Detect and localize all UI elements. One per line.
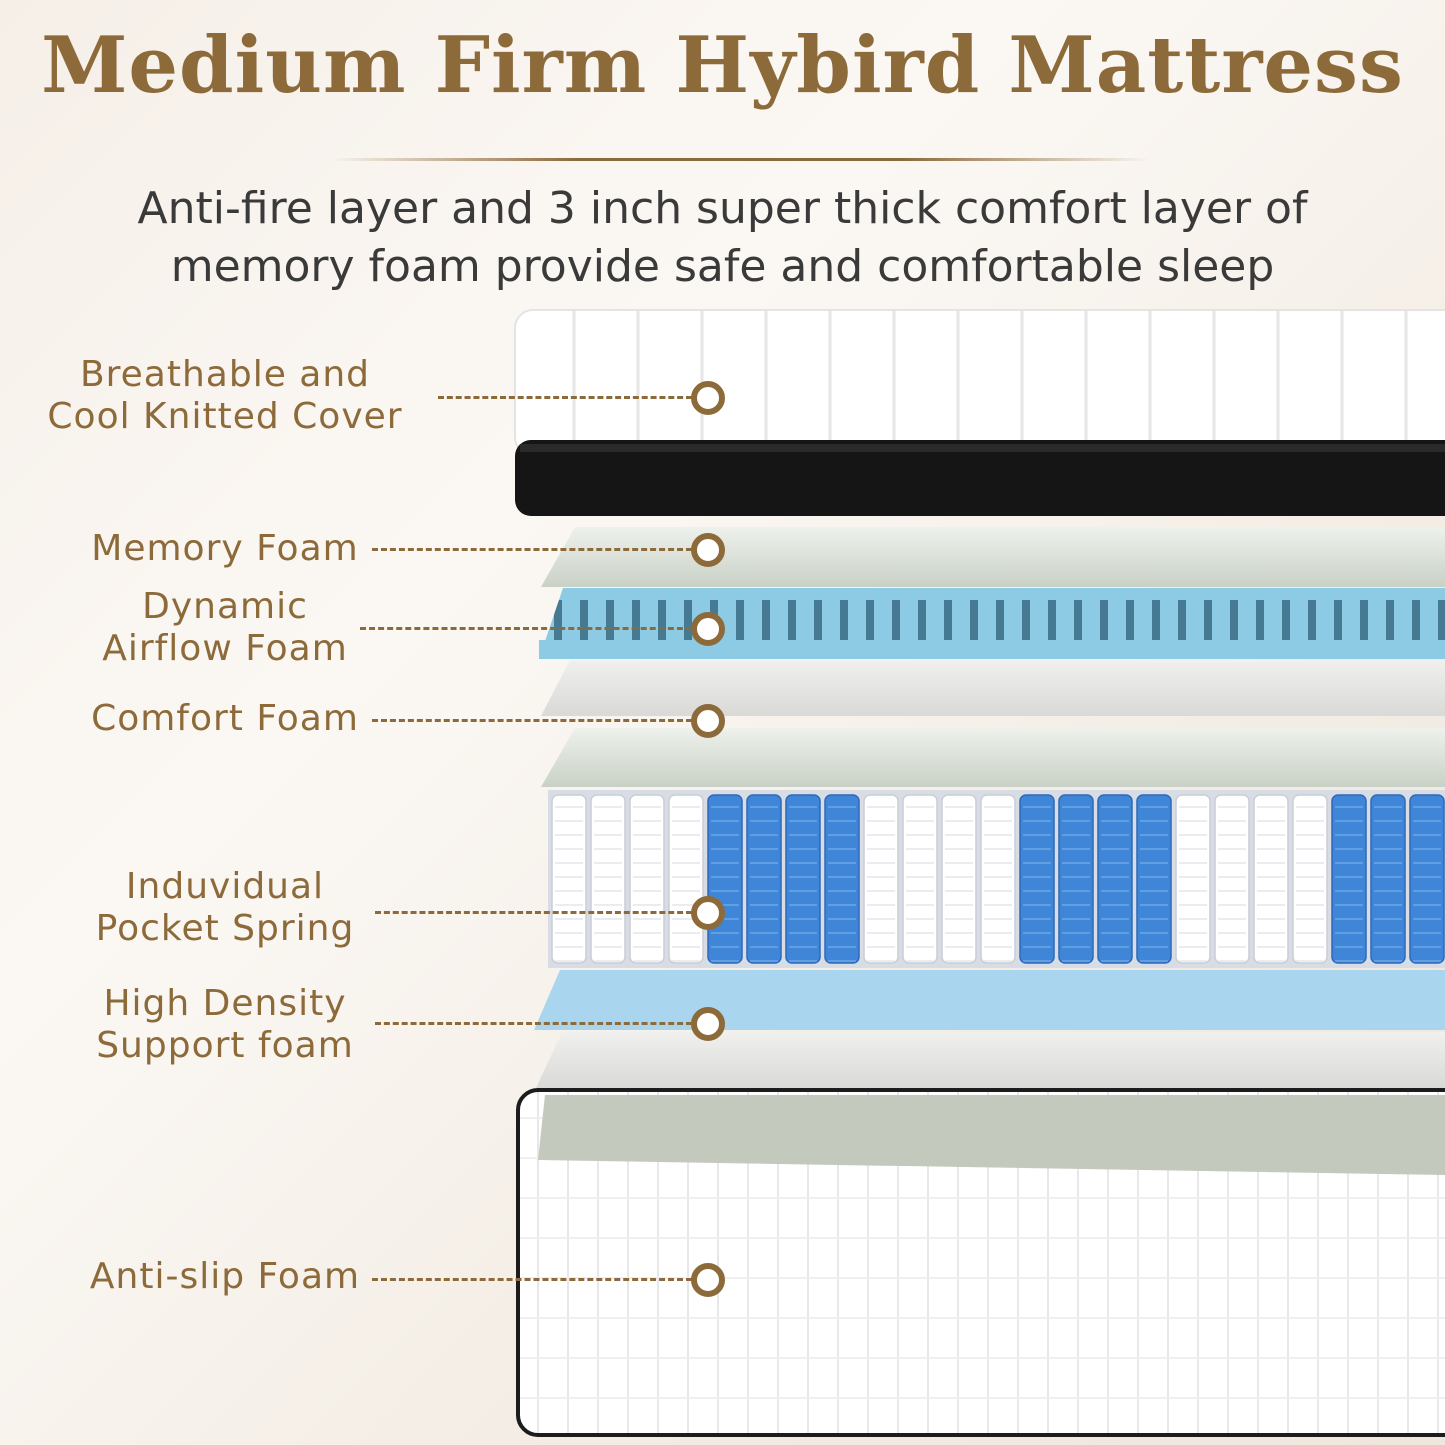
subtitle-line-1: Anti-fire layer and 3 inch super thick c… bbox=[137, 183, 1308, 234]
pocket-spring-coil bbox=[1253, 794, 1289, 964]
cover-layer bbox=[514, 309, 1445, 516]
page-title: Medium Firm Hybird Mattress bbox=[41, 20, 1404, 111]
pocket-spring-coil bbox=[1058, 794, 1094, 964]
callout-dot-support-foam bbox=[691, 1007, 725, 1041]
callout-dot-cover bbox=[691, 381, 725, 415]
leader-line-memory-foam bbox=[372, 548, 692, 551]
comfort-foam-layer bbox=[541, 660, 1445, 716]
label-cover-line-2: Cool Knitted Cover bbox=[47, 396, 403, 437]
callout-dot-pocket-spring bbox=[691, 896, 725, 930]
pocket-spring-layer bbox=[548, 790, 1445, 968]
label-pocket-spring-line-1: Induvidual bbox=[125, 866, 325, 907]
leader-line-anti-slip-foam bbox=[372, 1278, 692, 1281]
support-foam-layer bbox=[534, 970, 1445, 1030]
support-foam-lower-layer bbox=[536, 1032, 1445, 1088]
pocket-spring-coil bbox=[1214, 794, 1250, 964]
label-support-foam-line-2: Support foam bbox=[96, 1025, 354, 1066]
label-support-foam-line-1: High Density bbox=[103, 983, 347, 1024]
leader-line-airflow-foam bbox=[360, 627, 692, 630]
pocket-spring-coil bbox=[863, 794, 899, 964]
comfort-foam-lower-layer bbox=[541, 728, 1445, 787]
pocket-spring-coil bbox=[941, 794, 977, 964]
subtitle-line-2: memory foam provide safe and comfortable… bbox=[170, 241, 1275, 292]
pocket-spring-coil bbox=[1409, 794, 1445, 964]
label-support-foam: High Density Support foam bbox=[75, 983, 375, 1067]
pocket-spring-coil bbox=[785, 794, 821, 964]
pocket-spring-coil bbox=[746, 794, 782, 964]
label-anti-slip-foam-line-1: Anti-slip Foam bbox=[89, 1256, 361, 1297]
callout-dot-airflow-foam bbox=[691, 612, 725, 646]
label-cover-line-1: Breathable and bbox=[79, 354, 371, 395]
title-divider bbox=[330, 158, 1150, 161]
pocket-spring-coil bbox=[1292, 794, 1328, 964]
leader-line-support-foam bbox=[375, 1022, 692, 1025]
callout-dot-memory-foam bbox=[691, 533, 725, 567]
leader-line-comfort-foam bbox=[372, 719, 692, 722]
pocket-spring-coil bbox=[590, 794, 626, 964]
label-comfort-foam: Comfort Foam bbox=[75, 698, 375, 740]
label-airflow-foam-line-2: Airflow Foam bbox=[102, 628, 348, 669]
label-pocket-spring-line-2: Pocket Spring bbox=[95, 908, 355, 949]
label-pocket-spring: Induvidual Pocket Spring bbox=[75, 866, 375, 950]
pocket-spring-coil bbox=[902, 794, 938, 964]
label-airflow-foam-line-1: Dynamic bbox=[142, 586, 308, 627]
pocket-spring-coil bbox=[1175, 794, 1211, 964]
label-comfort-foam-line-1: Comfort Foam bbox=[91, 698, 359, 739]
callout-dot-comfort-foam bbox=[691, 704, 725, 738]
pocket-spring-coil bbox=[980, 794, 1016, 964]
pocket-spring-coil bbox=[629, 794, 665, 964]
memory-foam-layer bbox=[541, 527, 1445, 587]
pocket-spring-coil bbox=[1097, 794, 1133, 964]
callout-dot-anti-slip-foam bbox=[691, 1263, 725, 1297]
leader-line-pocket-spring bbox=[375, 911, 692, 914]
label-airflow-foam: Dynamic Airflow Foam bbox=[75, 586, 375, 670]
pocket-spring-coil bbox=[668, 794, 704, 964]
airflow-foam-layer bbox=[539, 588, 1445, 659]
leader-line-cover bbox=[438, 396, 692, 399]
label-cover: Breathable and Cool Knitted Cover bbox=[30, 354, 420, 438]
label-memory-foam: Memory Foam bbox=[75, 528, 375, 570]
pocket-spring-coil bbox=[824, 794, 860, 964]
pocket-spring-coil bbox=[1331, 794, 1367, 964]
pocket-spring-coil bbox=[1019, 794, 1055, 964]
pocket-spring-coil bbox=[707, 794, 743, 964]
pocket-spring-coil bbox=[551, 794, 587, 964]
label-memory-foam-line-1: Memory Foam bbox=[91, 528, 359, 569]
pocket-spring-coil bbox=[1136, 794, 1172, 964]
label-anti-slip-foam: Anti-slip Foam bbox=[75, 1256, 375, 1298]
base-layer bbox=[516, 1088, 1445, 1437]
pocket-spring-coil bbox=[1370, 794, 1406, 964]
